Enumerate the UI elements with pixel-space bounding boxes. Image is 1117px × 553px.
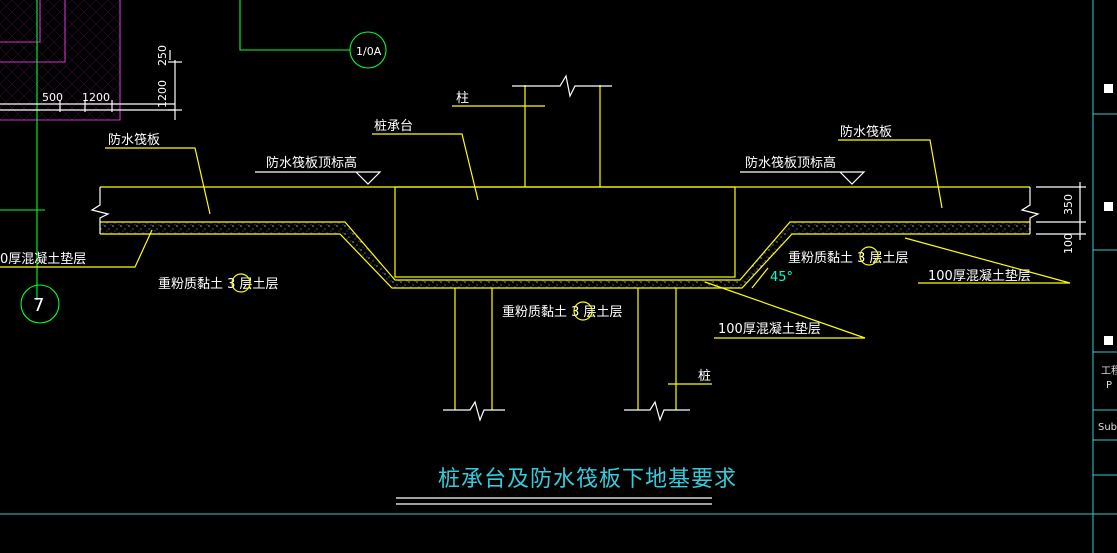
svg-text:工程: 工程 bbox=[1101, 365, 1117, 377]
column bbox=[524, 85, 601, 187]
label-cushion-bottom: 100厚混凝土垫层 bbox=[718, 321, 821, 337]
label-soil-right: 重粉质黏土 3 层土层 bbox=[788, 250, 909, 266]
soil-layer-marker-right bbox=[859, 246, 879, 266]
grid-bubble-7: 7 bbox=[20, 284, 60, 324]
right-dimension: 350 100 bbox=[1036, 182, 1086, 254]
grid-line-1A bbox=[239, 0, 350, 51]
title-block: 工程 P Sub bbox=[1092, 0, 1117, 553]
dim-250: 250 bbox=[156, 45, 169, 66]
grid-bubble-1A: 1/0A bbox=[349, 31, 387, 69]
label-column: 柱 bbox=[456, 91, 469, 106]
soil-layer-marker-center bbox=[573, 301, 593, 321]
dim-500: 500 bbox=[42, 91, 63, 104]
dim-1200-horizontal: 1200 bbox=[82, 91, 110, 104]
title-text: 桩承台及防水筏板下地基要求 bbox=[438, 467, 737, 492]
label-raft-top-elev-left: 防水筏板顶标高 bbox=[266, 155, 357, 171]
boundary-line-inner bbox=[0, 0, 41, 43]
svg-text:1/0A: 1/0A bbox=[356, 45, 382, 58]
drawing-title: 桩承台及防水筏板下地基要求 bbox=[396, 467, 737, 505]
plan-fragment: 500 1200 1200 250 bbox=[0, 0, 350, 300]
label-cushion-left: 0厚混凝土垫层 bbox=[0, 251, 86, 267]
section-structure bbox=[90, 74, 1040, 422]
raft-break-right bbox=[1020, 187, 1040, 234]
svg-text:7: 7 bbox=[33, 295, 44, 316]
label-pile-cap: 桩承台 bbox=[374, 119, 413, 134]
label-raft-right: 防水筏板 bbox=[840, 124, 892, 140]
raft-break-left bbox=[90, 187, 110, 234]
label-cushion-right: 100厚混凝土垫层 bbox=[928, 268, 1031, 284]
boundary-line bbox=[0, 0, 121, 121]
pile-cap bbox=[394, 186, 736, 278]
cushion-hatch bbox=[100, 222, 1030, 288]
dim-350: 350 bbox=[1062, 194, 1075, 215]
column-break-mark bbox=[512, 74, 612, 98]
svg-text:P: P bbox=[1106, 380, 1112, 391]
label-pile: 桩 bbox=[698, 369, 711, 384]
label-angle: 45° bbox=[770, 270, 793, 285]
title-block-mark-3 bbox=[1104, 336, 1113, 345]
pile-left bbox=[454, 288, 493, 410]
label-soil-left: 重粉质黏土 3 层土层 bbox=[158, 276, 279, 292]
pile-right-break bbox=[624, 400, 690, 422]
title-block-mark-2 bbox=[1104, 202, 1113, 211]
elevation-marker-left bbox=[255, 171, 382, 185]
dim-100: 100 bbox=[1062, 233, 1075, 254]
label-raft-left: 防水筏板 bbox=[108, 132, 160, 148]
soil-layer-marker-left bbox=[231, 273, 251, 293]
dim-1200-vertical: 1200 bbox=[156, 80, 169, 108]
title-block-mark-1 bbox=[1104, 84, 1113, 93]
label-raft-top-elev-right: 防水筏板顶标高 bbox=[745, 155, 836, 171]
pile-left-break bbox=[443, 400, 505, 422]
elevation-marker-right bbox=[740, 171, 866, 185]
pile-right bbox=[637, 288, 677, 410]
svg-text:Sub: Sub bbox=[1098, 422, 1117, 433]
label-soil-center: 重粉质黏土 3 层土层 bbox=[502, 304, 623, 320]
leader-lines bbox=[0, 105, 1071, 385]
